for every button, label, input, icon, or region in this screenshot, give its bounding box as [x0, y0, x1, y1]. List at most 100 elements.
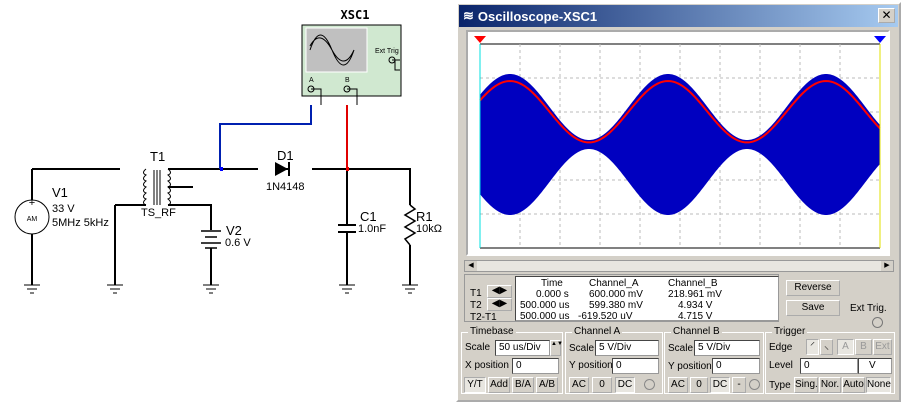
source-b-button[interactable]: B	[855, 339, 872, 355]
dc-button[interactable]: DC	[615, 377, 635, 393]
t1-label: T1	[150, 149, 165, 164]
diode-icon[interactable]	[275, 162, 290, 176]
scope-label: XSC1	[341, 8, 370, 22]
x-position-input[interactable]: 0	[512, 358, 559, 374]
channel-a-scale-input[interactable]: 5 V/Div	[595, 340, 659, 356]
ac-button[interactable]: AC	[668, 377, 688, 393]
level-unit-select[interactable]: V	[858, 358, 892, 374]
ext-trig-terminal-icon[interactable]	[872, 317, 883, 328]
t1-cursor-arrows[interactable]: ◀▶	[487, 285, 512, 298]
scope-display[interactable]	[466, 30, 890, 256]
col-a: Channel_A	[589, 278, 639, 289]
v1-value: 33 V	[52, 203, 75, 215]
source-a-button[interactable]: A	[837, 339, 854, 355]
cell: 4.934 V	[678, 300, 713, 311]
t2-cursor-arrows[interactable]: ◀▶	[487, 298, 512, 311]
title-bar[interactable]: ≋Oscilloscope-XSC1	[459, 5, 898, 27]
cell: 500.000 us	[520, 300, 570, 311]
timebase-group: Timebase Scale 50 us/Div ▲▼ X position 0…	[461, 326, 563, 394]
rising-edge-button[interactable]: ⸍	[806, 339, 819, 355]
label: Y position	[569, 360, 613, 371]
d1-model: 1N4148	[266, 181, 305, 193]
label: Type	[769, 380, 791, 391]
label: Y position	[668, 361, 712, 372]
ext-trig-pin-label: Ext Trig	[375, 48, 399, 55]
v2-value: 0.6 V	[225, 237, 251, 249]
capacitor-icon[interactable]	[338, 224, 356, 233]
oscilloscope-icon[interactable]	[301, 24, 402, 105]
svg-text:AM: AM	[27, 216, 38, 223]
battery-icon[interactable]	[201, 230, 221, 249]
group-title: Trigger	[772, 326, 808, 337]
label: Scale	[668, 343, 694, 354]
channel-b-terminal-icon[interactable]	[749, 379, 760, 390]
svg-text:+: +	[29, 197, 35, 209]
cell: 218.961 mV	[668, 289, 722, 300]
label: Scale	[569, 343, 595, 354]
scale-spinner[interactable]: ▲▼	[550, 340, 563, 356]
falling-edge-button[interactable]: ⸜	[820, 339, 833, 355]
group-title: Channel A	[572, 326, 623, 337]
cell: -619.520 uV	[578, 311, 633, 322]
mode-add-button[interactable]: Add	[488, 377, 510, 393]
invert-button[interactable]: -	[732, 377, 746, 393]
close-button[interactable]: ✕	[878, 8, 895, 23]
c1-label: C1	[360, 209, 377, 224]
pin-a-label: A	[309, 77, 314, 84]
r1-value: 10kΩ	[416, 223, 442, 235]
scroll-left-icon[interactable]: ◀	[465, 261, 477, 271]
ac-button[interactable]: AC	[569, 377, 589, 393]
trigger-group: Trigger Edge ⸍ ⸜ A B Ext Level 0 V Type …	[765, 326, 895, 394]
mode-ba-button[interactable]: B/A	[512, 377, 534, 393]
transformer-icon[interactable]	[143, 168, 171, 206]
scroll-right-icon[interactable]: ▶	[881, 261, 893, 271]
mode-ab-button[interactable]: A/B	[536, 377, 558, 393]
resistor-icon[interactable]	[403, 204, 417, 246]
channel-a-trace	[480, 74, 880, 215]
single-button[interactable]: Sing.	[794, 377, 818, 393]
v2-label: V2	[226, 223, 242, 238]
reverse-button[interactable]: Reverse	[786, 280, 840, 296]
col-time: Time	[541, 278, 563, 289]
channel-a-group: Channel A Scale 5 V/Div Y position 0 AC …	[565, 326, 663, 394]
v1-freq: 5MHz 5kHz	[52, 217, 109, 229]
source-ext-button[interactable]: Ext	[873, 339, 892, 355]
label: Edge	[769, 342, 793, 353]
zero-button[interactable]: 0	[592, 377, 612, 393]
channel-a-terminal-icon[interactable]	[644, 379, 655, 390]
timebase-scale-input[interactable]: 50 us/Div	[495, 340, 550, 356]
ground-icon	[24, 284, 418, 294]
normal-button[interactable]: Nor.	[819, 377, 841, 393]
trigger-level-input[interactable]: 0	[800, 358, 858, 374]
dc-button[interactable]: DC	[710, 377, 730, 393]
channel-b-scale-input[interactable]: 5 V/Div	[694, 340, 760, 356]
c1-value: 1.0nF	[358, 223, 386, 235]
pin-b-label: B	[345, 77, 350, 84]
t1-label: T1	[470, 288, 482, 299]
cell: 599.380 mV	[589, 300, 643, 311]
auto-button[interactable]: Auto	[842, 377, 865, 393]
cursor-1-handle-icon	[474, 36, 486, 43]
zero-button[interactable]: 0	[690, 377, 708, 393]
save-button[interactable]: Save	[786, 300, 840, 316]
oscilloscope-window: ≋Oscilloscope-XSC1 ✕ ◀▶ T1 ◀▶ T2 ◀▶ T2-T…	[456, 2, 901, 402]
label: Scale	[465, 342, 491, 353]
mode-yt-button[interactable]: Y/T	[464, 377, 486, 393]
cell: 600.000 mV	[589, 289, 643, 300]
col-b: Channel_B	[668, 278, 718, 289]
d1-label: D1	[277, 148, 294, 163]
r1-label: R1	[416, 209, 433, 224]
v1-label: V1	[52, 185, 68, 200]
none-button[interactable]: None	[866, 377, 891, 393]
channel-a-ypos-input[interactable]: 0	[612, 358, 659, 374]
schematic: + AM XSC1 Ext Trig A B V1 33 V 5MHz 5kHz…	[14, 8, 442, 294]
scope-app-icon: ≋	[463, 8, 474, 23]
t2-label: T2	[470, 300, 482, 311]
channel-b-trace	[479, 80, 881, 144]
t2-t1-label: T2-T1	[470, 312, 497, 323]
label: X position	[465, 360, 509, 371]
label: Level	[769, 360, 793, 371]
horizontal-scrollbar[interactable]: ◀▶	[464, 260, 894, 272]
channel-b-ypos-input[interactable]: 0	[712, 358, 760, 374]
am-source-icon[interactable]	[14, 199, 50, 235]
